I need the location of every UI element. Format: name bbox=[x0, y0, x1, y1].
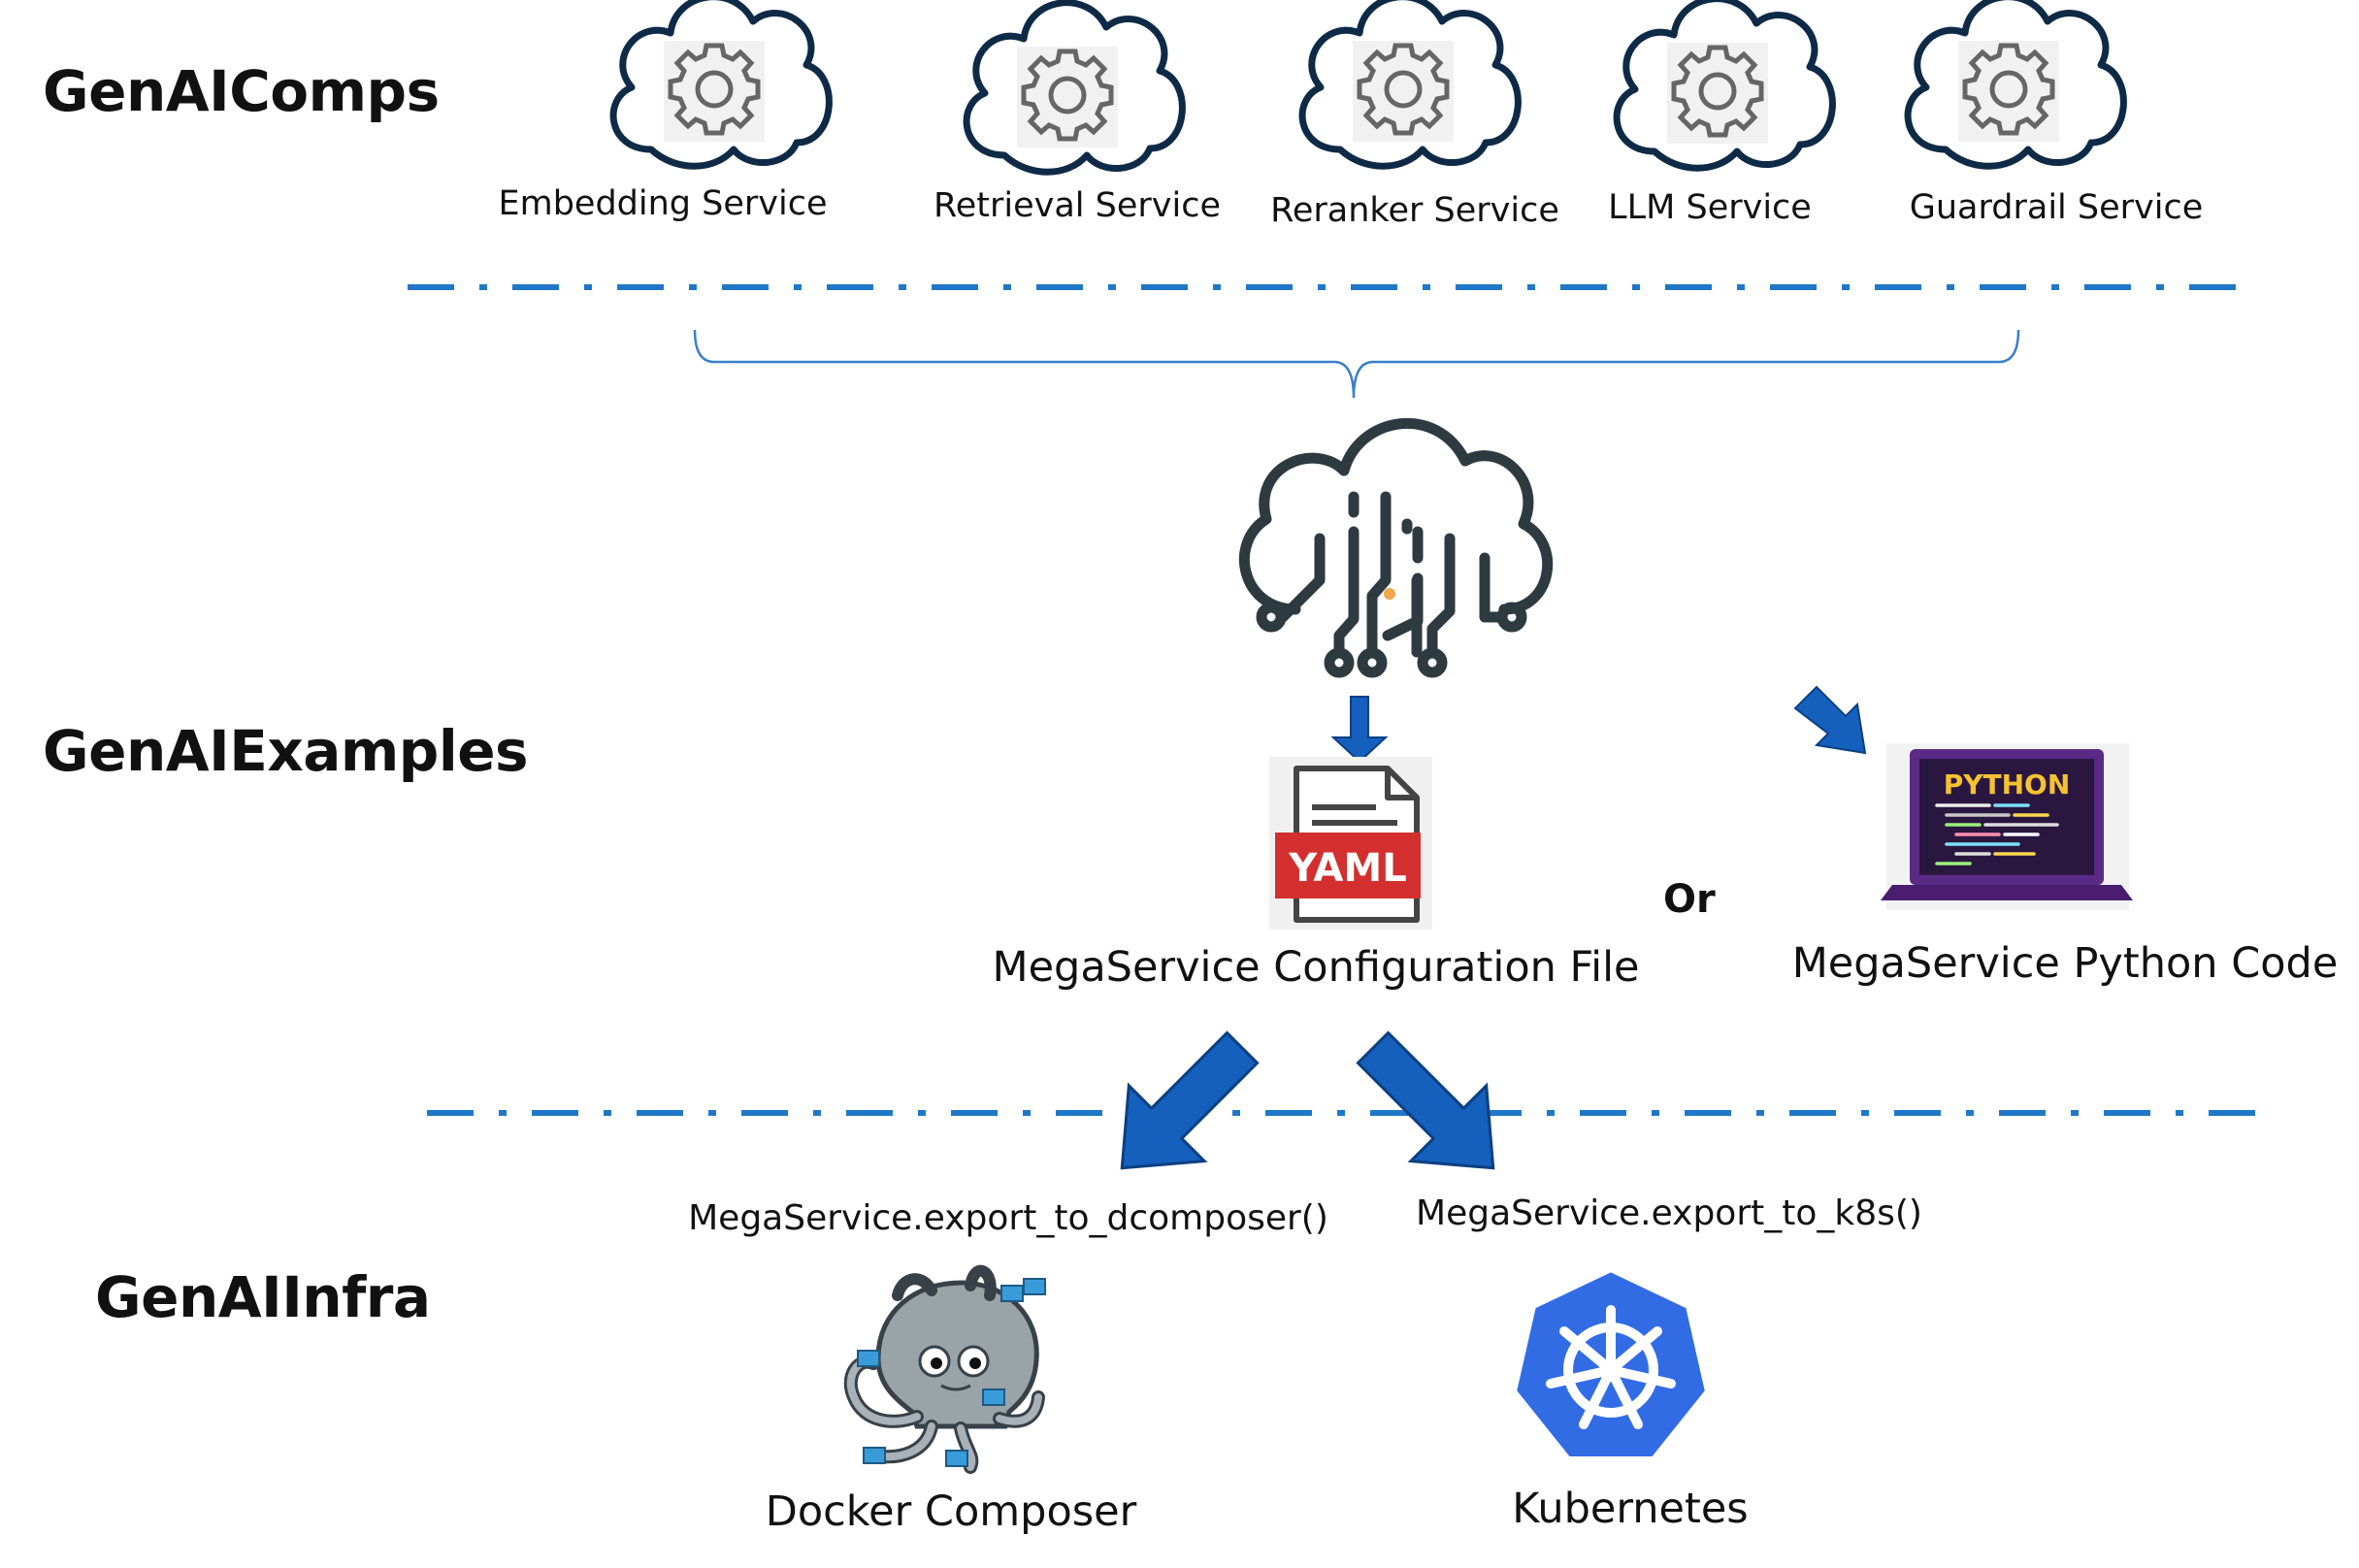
layer-title-genaicomps: GenAIComps bbox=[43, 58, 440, 124]
python-badge-text: PYTHON bbox=[1944, 768, 2071, 800]
docker-compose-octopus-icon bbox=[843, 1264, 1046, 1474]
kubernetes-label: Kubernetes bbox=[1512, 1485, 1749, 1533]
cloud-circuit-icon bbox=[1239, 417, 1554, 678]
or-label: Or bbox=[1663, 877, 1716, 922]
circuit-dot-icon bbox=[1384, 588, 1395, 600]
megaservice-python-label: MegaService Python Code bbox=[1791, 939, 2339, 988]
cloud-gear-icon bbox=[1302, 0, 1518, 166]
service-label-retrieval: Retrieval Service bbox=[933, 186, 1222, 225]
yaml-badge-text: YAML bbox=[1288, 846, 1406, 891]
cloud-gear-icon bbox=[1617, 0, 1832, 168]
service-label-reranker: Reranker Service bbox=[1270, 191, 1559, 230]
yaml-file-icon bbox=[1269, 757, 1432, 930]
arrow-diagonal-icon bbox=[1793, 685, 1867, 755]
python-laptop-icon bbox=[1881, 743, 2133, 910]
megaservice-config-label: MegaService Configuration File bbox=[992, 943, 1640, 992]
layer-title-genaiexamples: GenAIExamples bbox=[43, 718, 529, 784]
kubernetes-logo-icon bbox=[1511, 1266, 1711, 1462]
arrow-down-icon bbox=[1330, 696, 1389, 764]
service-label-embedding: Embedding Service bbox=[498, 184, 828, 223]
layer-title-genaiinfra: GenAIInfra bbox=[95, 1264, 431, 1330]
arrow-to-k8s-icon bbox=[1333, 1008, 1533, 1208]
cloud-gear-icon bbox=[1908, 0, 2123, 166]
service-label-llm: LLM Service bbox=[1608, 188, 1812, 227]
docker-composer-label: Docker Composer bbox=[765, 1487, 1137, 1536]
arrow-to-docker-icon bbox=[1082, 1008, 1282, 1208]
service-label-guardrail: Guardrail Service bbox=[1909, 188, 2204, 227]
k8s-export-call: MegaService.export_to_k8s() bbox=[1416, 1193, 1922, 1233]
docker-export-call: MegaService.export_to_dcomposer() bbox=[688, 1198, 1328, 1238]
cloud-gear-icon bbox=[967, 3, 1182, 173]
cloud-gear-icon bbox=[613, 0, 829, 166]
grouping-brace bbox=[693, 329, 2020, 399]
